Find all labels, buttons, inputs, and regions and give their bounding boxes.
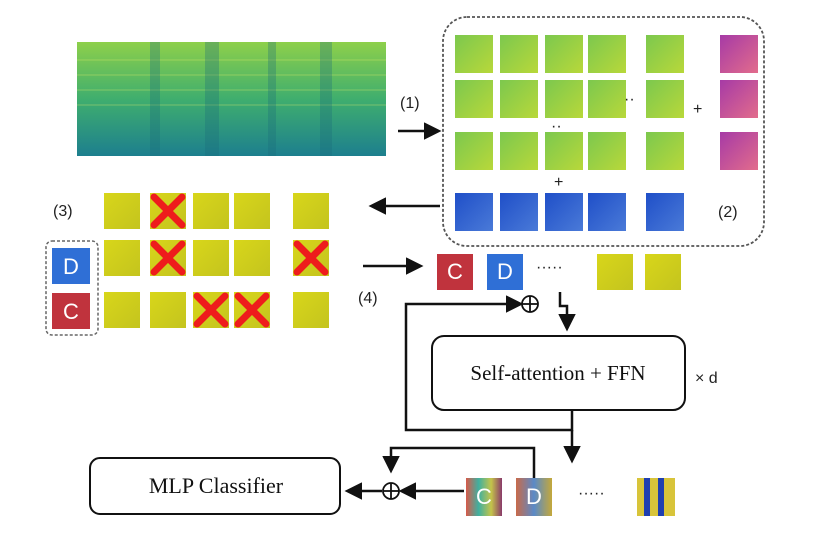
masked-patch-grid (104, 193, 329, 328)
seq-cls-token (437, 254, 473, 290)
out-patch-token (637, 478, 675, 516)
spectrogram-patch (545, 132, 583, 170)
mask-cross-icon (150, 193, 186, 229)
embedding-patch (545, 193, 583, 231)
spectrogram-image (77, 42, 386, 156)
positional-embedding-patch (720, 132, 758, 170)
spectrogram-patch (455, 80, 493, 118)
input-patch (234, 240, 270, 276)
mlp-classifier-block (89, 457, 341, 515)
plus-sign-right: + (693, 101, 702, 118)
seq-dist-token (487, 254, 523, 290)
arrow-icon (382, 446, 536, 478)
mask-cross-icon (193, 292, 229, 328)
patch-grid (455, 35, 758, 231)
encoder-block (431, 335, 686, 411)
dist-token-letter: D (63, 254, 79, 279)
input-patch (150, 292, 186, 328)
seq-dist-letter: D (497, 259, 513, 284)
embedding-patch (588, 193, 626, 231)
out-dist-letter: D (526, 484, 542, 509)
out-cls-token (466, 478, 502, 516)
mask-cross-icon (150, 240, 186, 276)
seq-patch-token (597, 254, 633, 290)
encoder-label: Self-attention + FFN (470, 361, 645, 385)
dist-token (52, 248, 90, 284)
spectrogram-patch (455, 132, 493, 170)
cls-token (52, 293, 90, 329)
plus-sign-bottom: + (554, 174, 563, 191)
step-4-label: (4) (358, 290, 378, 307)
spectrogram-patch (588, 132, 626, 170)
input-patch (193, 193, 229, 229)
out-dist-token (516, 478, 552, 516)
spectrogram-patch (455, 35, 493, 73)
seq-ellipsis: ····· (536, 259, 563, 276)
positional-embedding-patch (720, 35, 758, 73)
seq-cls-letter: C (447, 259, 463, 284)
seq-patch-token (645, 254, 681, 290)
input-patch (104, 193, 140, 229)
spectrogram-patch (500, 132, 538, 170)
mask-cross-icon (234, 292, 270, 328)
spectrogram-patch (588, 35, 626, 73)
embedding-patch (455, 193, 493, 231)
cls-token-letter: C (63, 299, 79, 324)
spectrogram-patch (500, 80, 538, 118)
times-d-label: × d (695, 370, 718, 387)
input-patch (293, 193, 329, 229)
out-cls-letter: C (476, 484, 492, 509)
residual-arrow (404, 295, 574, 432)
colon-dots-col: ·· (551, 118, 562, 135)
embedding-patch (646, 193, 684, 231)
mlp-classifier-label: MLP Classifier (149, 473, 284, 498)
input-patch (293, 292, 329, 328)
arrow-icon (558, 292, 576, 332)
spectrogram-patch (588, 80, 626, 118)
embedding-patch (500, 193, 538, 231)
spectrogram-patch (545, 35, 583, 73)
input-patch (234, 193, 270, 229)
spectrogram-patch (646, 80, 684, 118)
input-patch (193, 240, 229, 276)
spectrogram-patch (500, 35, 538, 73)
input-patch (104, 240, 140, 276)
step-1-label: (1) (400, 95, 420, 112)
spectrogram-patch (646, 132, 684, 170)
colon-dots-row: ·· (624, 91, 635, 108)
spectrogram-patch (646, 35, 684, 73)
step-2-label: (2) (718, 204, 738, 221)
input-patch (104, 292, 140, 328)
spectrogram-patch (545, 80, 583, 118)
step-3-label: (3) (53, 203, 73, 220)
positional-embedding-patch (720, 80, 758, 118)
out-ellipsis: ····· (578, 485, 605, 502)
patch-panel (442, 16, 765, 247)
mask-cross-icon (293, 240, 329, 276)
